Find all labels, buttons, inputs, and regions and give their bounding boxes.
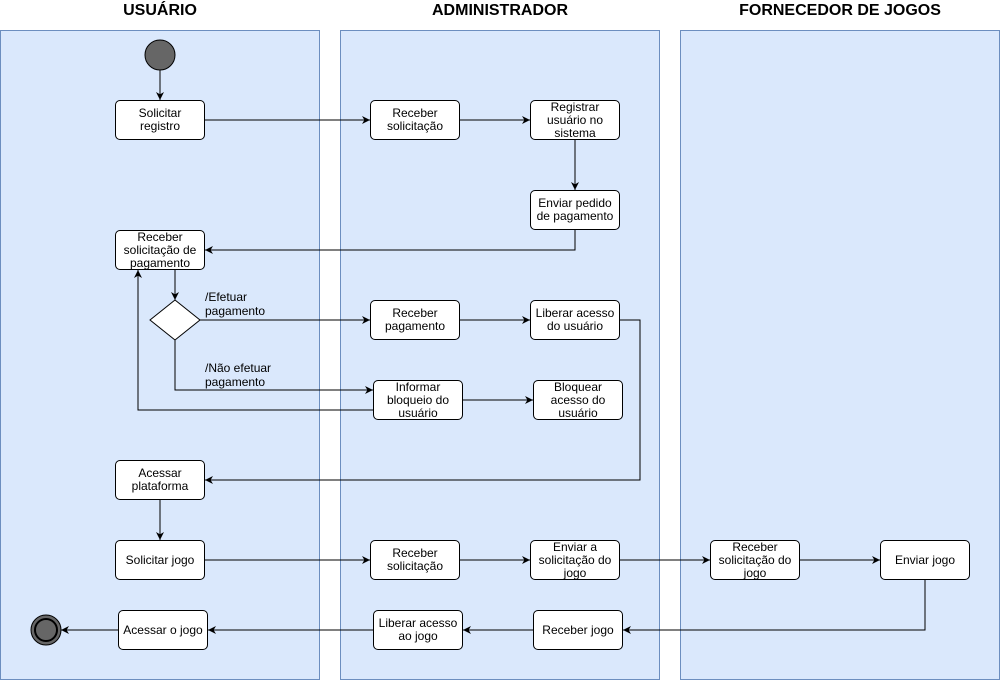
node-bloquear-acesso: Bloquear acesso do usuário <box>533 380 623 420</box>
edge-enviar-pedido-to-receber-pagamento-req <box>205 230 576 254</box>
node-liberar-acesso-usuario: Liberar acesso do usuário <box>530 300 620 340</box>
node-solicitar-jogo: Solicitar jogo <box>115 540 205 580</box>
edge-informar-back-to-receber-req <box>134 270 373 411</box>
decision-diamond <box>149 299 201 341</box>
node-receber-jogo: Receber jogo <box>533 610 623 650</box>
edge-enviar-jogo-to-receber-jogo <box>623 580 926 634</box>
lane-title-fornecedor: FORNECEDOR DE JOGOS <box>739 2 941 19</box>
lane-title-administrador: ADMINISTRADOR <box>432 2 568 19</box>
edge-liberar-to-acessar-plataforma <box>205 319 641 484</box>
node-receber-solicitacao-pagamento: Receber solicitação de pagamento <box>115 230 205 270</box>
node-enviar-pedido-pagamento: Enviar pedido de pagamento <box>530 190 620 230</box>
node-acessar-jogo: Acessar o jogo <box>118 610 208 650</box>
node-enviar-solicitacao-jogo: Enviar a solicitação do jogo <box>530 540 620 580</box>
node-receber-solicitacao-jogo-fornecedor: Receber solicitação do jogo <box>710 540 800 580</box>
node-solicitar-registro: Solicitar registro <box>115 100 205 140</box>
node-acessar-plataforma: Acessar plataforma <box>115 460 205 500</box>
edge-decision-to-informar-bloqueio <box>174 340 373 394</box>
node-registrar-usuario: Registrar usuário no sistema <box>530 100 620 140</box>
end-node-inner <box>34 618 58 642</box>
node-receber-pagamento: Receber pagamento <box>370 300 460 340</box>
start-node <box>144 39 176 71</box>
node-liberar-acesso-jogo: Liberar acesso ao jogo <box>373 610 463 650</box>
edge-label-efetuar-pagamento: /Efetuar pagamento <box>205 290 266 318</box>
edge-label-nao-efetuar-pagamento: /Não efetuar pagamento <box>205 361 272 389</box>
node-receber-solicitacao-jogo-admin: Receber solicitação <box>370 540 460 580</box>
node-informar-bloqueio: Informar bloqueio do usuário <box>373 380 463 420</box>
lane-title-usuario: USUÁRIO <box>123 2 197 19</box>
node-enviar-jogo: Enviar jogo <box>880 540 970 580</box>
node-receber-solicitacao-registro: Receber solicitação <box>370 100 460 140</box>
